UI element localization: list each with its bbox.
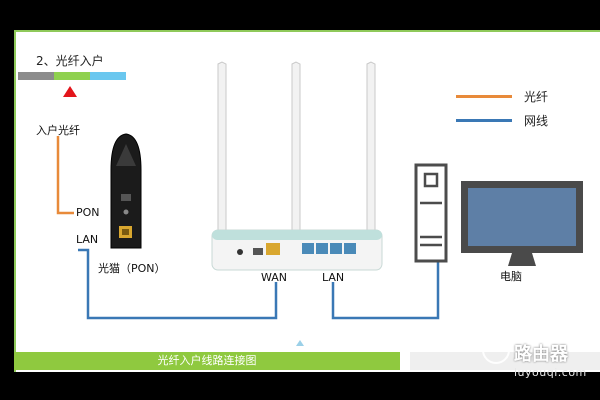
wireless-router-device bbox=[211, 61, 383, 271]
watermark-brand: 路由器 bbox=[514, 344, 568, 365]
up-arrow-icon bbox=[296, 340, 304, 346]
network-legend-line bbox=[456, 119, 512, 122]
desktop-computer-device bbox=[414, 163, 583, 266]
wan-port-label: WAN bbox=[261, 271, 288, 284]
modem-lan-label: LAN bbox=[76, 233, 99, 246]
fiber-legend-label: 光纤 bbox=[524, 90, 549, 104]
diagram-caption: 光纤入户线路连接图 bbox=[157, 354, 257, 367]
fiber-cable bbox=[56, 136, 74, 215]
lan-to-computer-cable bbox=[331, 262, 440, 320]
caption-bar bbox=[14, 352, 400, 370]
progress-segment-3 bbox=[90, 72, 126, 80]
optical-modem-device bbox=[110, 133, 142, 249]
step-title: 2、光纤入户 bbox=[36, 54, 104, 68]
pon-port-label: PON bbox=[76, 206, 100, 219]
modem-to-wan-cable bbox=[78, 248, 278, 320]
current-step-marker-icon bbox=[63, 86, 77, 97]
watermark-domain: luyouqi.com bbox=[514, 366, 587, 379]
fiber-legend-line bbox=[456, 95, 512, 98]
router-lan-label: LAN bbox=[322, 271, 345, 284]
progress-segment-2-active bbox=[54, 72, 90, 80]
computer-label: 电脑 bbox=[500, 270, 522, 283]
progress-segment-1 bbox=[18, 72, 54, 80]
network-legend-label: 网线 bbox=[524, 114, 549, 128]
modem-label: 光猫（PON） bbox=[98, 262, 166, 275]
caption-bar-right bbox=[410, 352, 600, 370]
router-logo-icon bbox=[482, 336, 510, 364]
fiber-in-label: 入户光纤 bbox=[36, 124, 80, 137]
